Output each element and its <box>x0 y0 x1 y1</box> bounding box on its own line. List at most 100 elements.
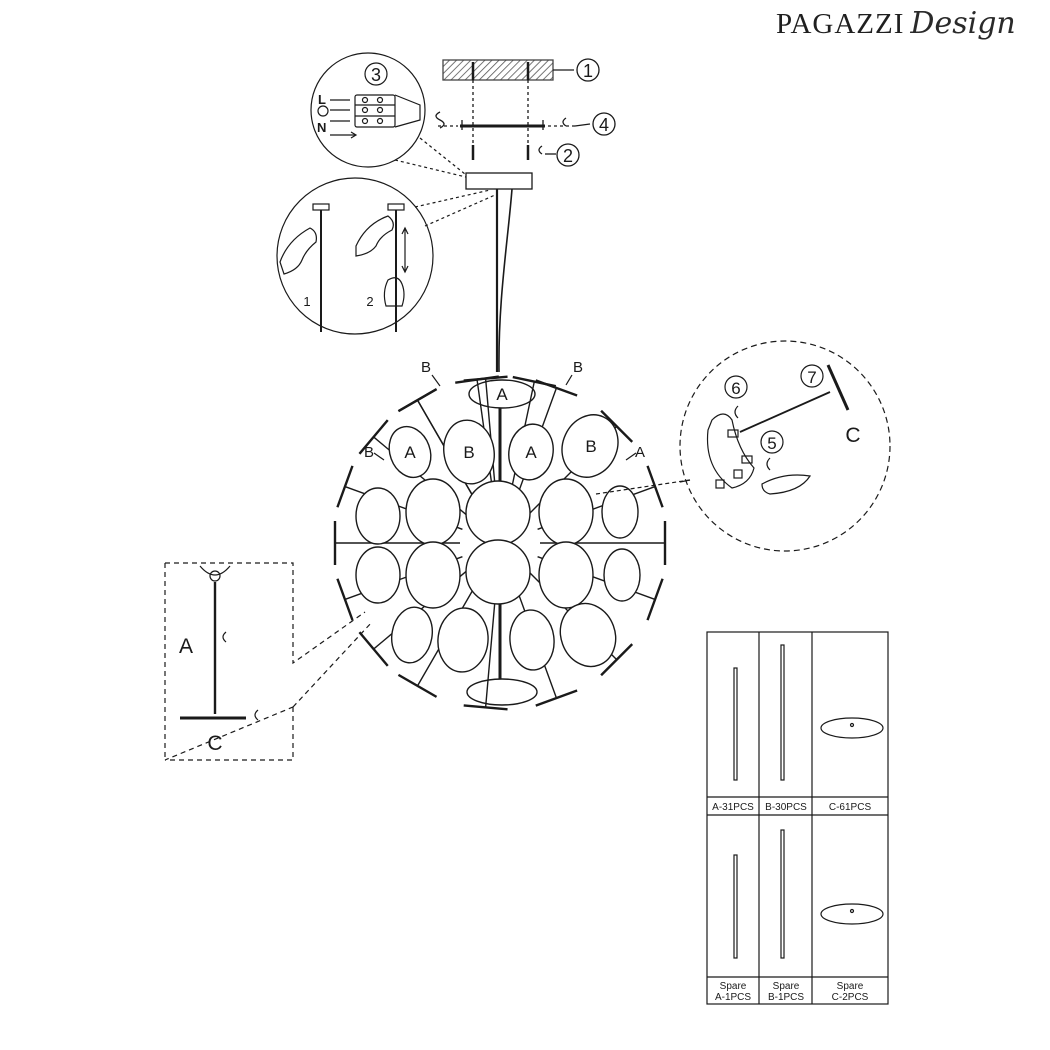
step-5-marker <box>760 430 784 454</box>
rod-b-icon <box>780 644 785 781</box>
top-disc-a <box>468 379 536 409</box>
spare-rod-a-icon <box>733 854 738 959</box>
disc <box>538 478 594 546</box>
part-b-left-label: B <box>463 443 474 462</box>
inventory-b-label: B-30PCS <box>765 802 807 813</box>
disc <box>508 423 554 481</box>
arm-cap <box>600 409 634 443</box>
part-a-right-label: A <box>525 443 537 462</box>
disc <box>538 541 594 609</box>
disc-c-icon <box>820 717 884 739</box>
rod-a-icon <box>733 667 738 781</box>
spare-c-line1: Spare <box>837 981 864 992</box>
brand-name: PAGAZZI <box>776 8 905 40</box>
wire-live-label: L <box>318 92 326 107</box>
part-b-right-label: B <box>585 437 596 456</box>
disc <box>405 541 461 609</box>
step-6-label: 6 <box>731 379 740 398</box>
part-b-sideleft-label: B <box>364 444 374 461</box>
spare-b-line2: B-1PCS <box>768 992 804 1003</box>
disc <box>355 546 401 604</box>
disc <box>437 607 489 673</box>
inventory-a-label: A-31PCS <box>712 802 754 813</box>
bulb-upper <box>465 480 531 546</box>
arm-cap <box>646 465 664 508</box>
spare-c-line2: C-2PCS <box>832 992 869 1003</box>
disc <box>603 548 641 602</box>
step-7-marker <box>800 364 824 388</box>
ceiling-hatch <box>442 59 554 81</box>
chandelier <box>333 375 667 711</box>
rod-part-c-label: C <box>207 732 222 755</box>
arm-cap <box>397 388 438 413</box>
step-1-label: 1 <box>583 61 593 81</box>
part-a-left-label: A <box>404 443 416 462</box>
spare-b-line1: Spare <box>773 981 800 992</box>
disc <box>405 478 461 546</box>
step-4-marker <box>592 112 616 136</box>
bulb-lower <box>465 539 531 605</box>
step-3-marker <box>364 62 388 86</box>
cable-step-1-label: 1 <box>303 294 310 309</box>
hand-icon <box>383 277 405 307</box>
brand-script: Design <box>910 6 1016 41</box>
step-1-marker <box>576 58 600 82</box>
canopy <box>465 172 533 190</box>
step-6-marker <box>724 375 748 399</box>
socket-part-c-label: C <box>845 424 860 447</box>
disc <box>391 606 433 664</box>
socket-detail <box>595 340 891 552</box>
arm-cap <box>397 673 438 698</box>
cable-adjust-detail <box>276 177 496 335</box>
hand-icon <box>279 227 317 275</box>
arm-cap <box>455 375 499 384</box>
disc <box>559 602 617 668</box>
wire-neutral-label: N <box>317 120 326 135</box>
arm-cap <box>358 419 389 455</box>
arm-cap <box>463 704 508 711</box>
arm-cap <box>646 578 664 621</box>
hand-icon <box>355 215 394 257</box>
part-b-topleft-label: B <box>421 359 431 376</box>
spare-a-line1: Spare <box>720 981 747 992</box>
cable-step-2-label: 2 <box>366 294 373 309</box>
ground-icon <box>317 105 329 117</box>
part-b-topright-label: B <box>573 359 583 376</box>
arm-cap <box>336 465 354 508</box>
disc <box>561 414 619 478</box>
step-3-label: 3 <box>371 65 381 85</box>
spare-rod-b-icon <box>780 829 785 959</box>
disc <box>388 425 432 479</box>
part-a-sideright-label: A <box>635 444 645 461</box>
inventory-c-label: C-61PCS <box>829 802 872 813</box>
spare-a-line2: A-1PCS <box>715 992 751 1003</box>
terminal-block <box>354 94 396 128</box>
step-7-label: 7 <box>807 368 816 387</box>
arm-cap <box>535 689 578 707</box>
rod-detail <box>164 562 373 761</box>
label-leaders <box>373 374 637 461</box>
bottom-disc <box>466 678 538 706</box>
disc <box>443 419 495 485</box>
wiring-detail <box>310 52 471 179</box>
arm-cap <box>600 643 634 677</box>
ceiling-mount-detail <box>435 58 616 167</box>
arm-cap <box>336 578 354 621</box>
rod-part-a-label: A <box>179 635 193 658</box>
parts-inventory-table <box>706 631 889 1005</box>
arm-cap <box>512 375 557 388</box>
socket-hub <box>706 413 755 489</box>
step-2-label: 2 <box>563 146 573 166</box>
step-2-marker <box>556 143 580 167</box>
arm-cap <box>358 631 389 667</box>
bulb-icon <box>761 474 811 495</box>
step-4-label: 4 <box>599 115 609 135</box>
disc <box>355 487 401 545</box>
disc <box>601 485 639 539</box>
part-a-top-label: A <box>496 385 508 404</box>
spare-disc-c-icon <box>820 903 884 925</box>
step-5-label: 5 <box>767 434 776 453</box>
canopy-and-cable <box>465 172 533 373</box>
